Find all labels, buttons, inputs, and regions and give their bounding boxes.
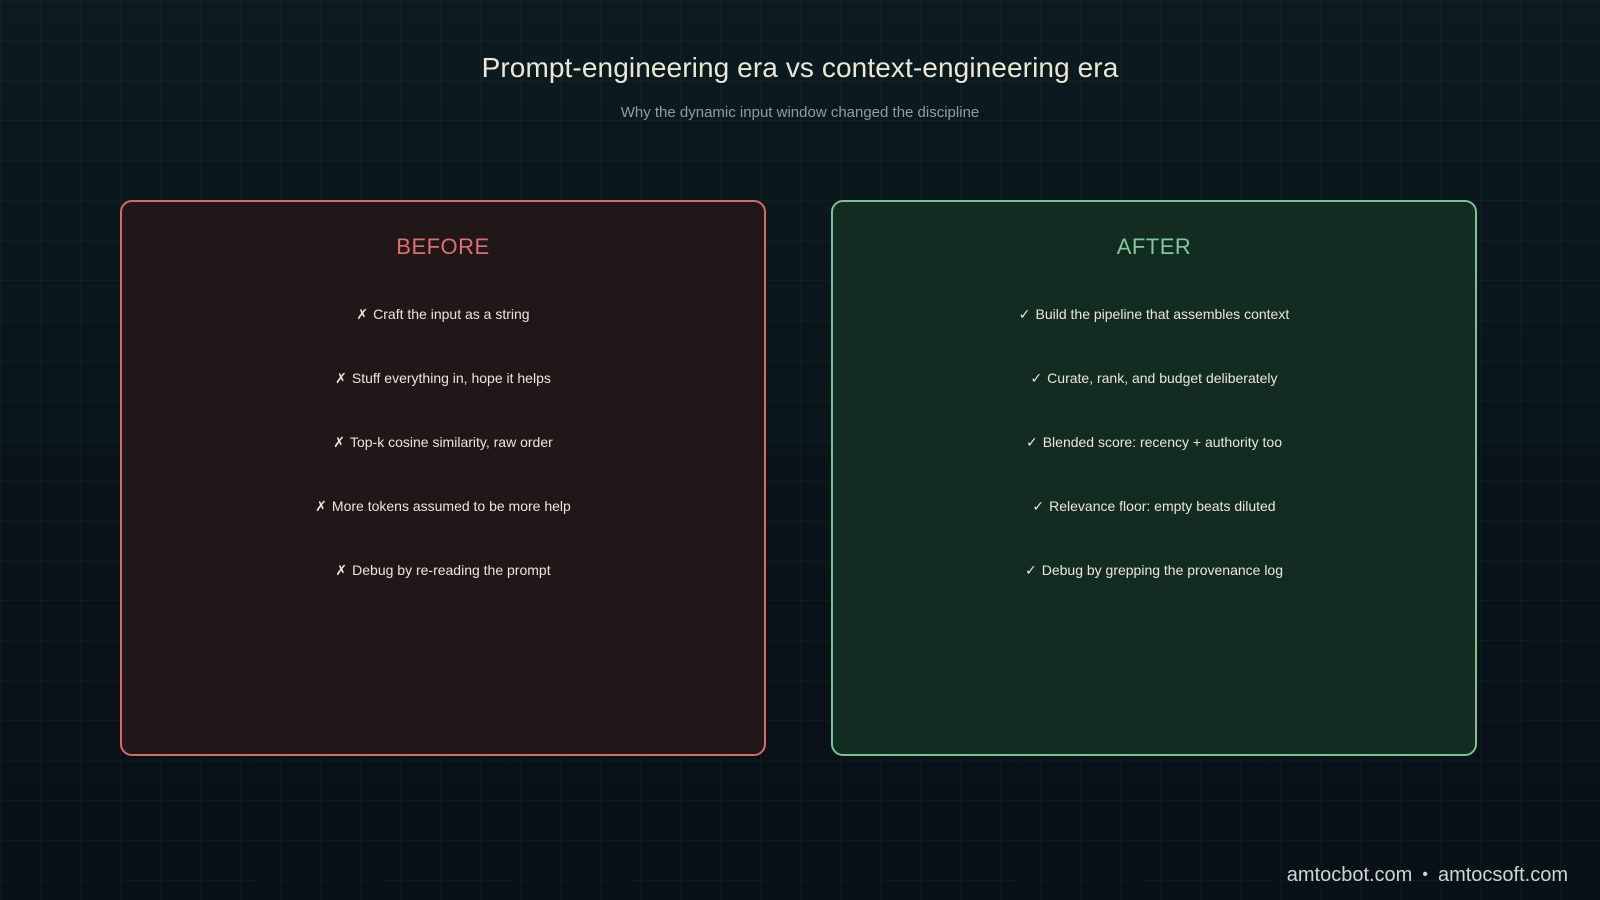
footer-site-1: amtocbot.com xyxy=(1286,864,1413,886)
check-icon: ✓ xyxy=(1025,434,1038,450)
before-item-text: Debug by re-reading the prompt xyxy=(352,562,551,578)
before-item: ✗Top-k cosine similarity, raw order xyxy=(122,434,764,451)
after-item-text: Relevance floor: empty beats diluted xyxy=(1049,498,1276,514)
before-item-text: Top-k cosine similarity, raw order xyxy=(349,434,553,450)
page-subtitle: Why the dynamic input window changed the… xyxy=(620,104,980,121)
check-icon: ✓ xyxy=(1018,306,1031,322)
before-item-text: Craft the input as a string xyxy=(373,306,530,322)
cross-icon: ✗ xyxy=(335,562,348,578)
footer-sites: amtocbot.com • amtocsoft.com xyxy=(1287,864,1568,887)
check-icon: ✓ xyxy=(1032,498,1045,514)
footer-separator: • xyxy=(1422,866,1428,883)
after-panel: AFTER ✓Build the pipeline that assembles… xyxy=(831,200,1477,756)
check-icon: ✓ xyxy=(1030,370,1043,386)
cross-icon: ✗ xyxy=(356,306,369,322)
cross-icon: ✗ xyxy=(333,434,345,450)
before-heading: BEFORE xyxy=(396,234,490,259)
before-item: ✗Debug by re-reading the prompt xyxy=(122,562,764,579)
before-item-text: More tokens assumed to be more help xyxy=(331,498,571,514)
after-item-text: Debug by grepping the provenance log xyxy=(1041,562,1284,578)
after-item: ✓Curate, rank, and budget deliberately xyxy=(833,370,1475,387)
before-item: ✗Stuff everything in, hope it helps xyxy=(122,370,764,387)
cross-icon: ✗ xyxy=(315,498,327,514)
after-item: ✓Blended score: recency + authority too xyxy=(833,434,1475,451)
before-item: ✗Craft the input as a string xyxy=(122,306,764,323)
after-item: ✓Build the pipeline that assembles conte… xyxy=(833,306,1475,323)
after-item: ✓Debug by grepping the provenance log xyxy=(833,562,1475,579)
after-item-text: Blended score: recency + authority too xyxy=(1042,434,1283,450)
before-panel: BEFORE ✗Craft the input as a string ✗Stu… xyxy=(120,200,766,756)
page-title: Prompt-engineering era vs context-engine… xyxy=(481,52,1119,83)
cross-icon: ✗ xyxy=(335,370,347,386)
footer-site-2: amtocsoft.com xyxy=(1437,864,1568,886)
after-heading: AFTER xyxy=(1116,234,1192,259)
check-icon: ✓ xyxy=(1024,562,1037,578)
after-item-text: Build the pipeline that assembles contex… xyxy=(1035,306,1290,322)
after-item-text: Curate, rank, and budget deliberately xyxy=(1047,370,1278,386)
before-item-text: Stuff everything in, hope it helps xyxy=(351,370,551,386)
before-item: ✗More tokens assumed to be more help xyxy=(122,498,764,515)
after-item: ✓Relevance floor: empty beats diluted xyxy=(833,498,1475,515)
